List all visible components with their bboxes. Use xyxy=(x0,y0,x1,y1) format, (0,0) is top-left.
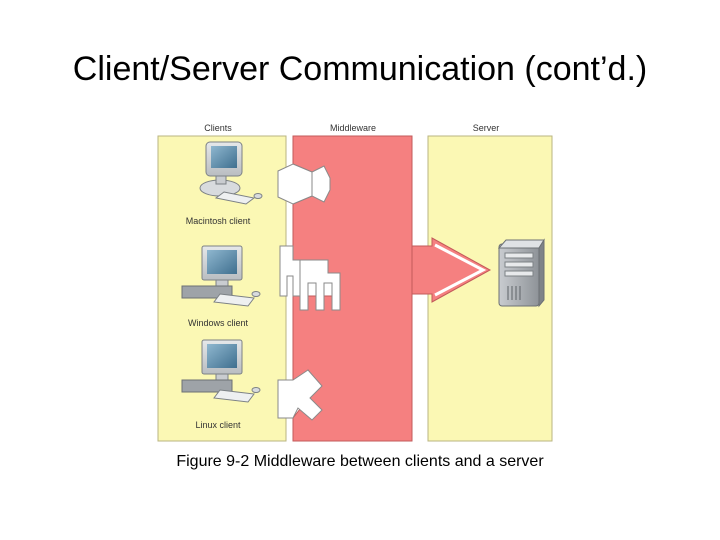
linux-computer-icon xyxy=(181,339,261,403)
macintosh-connector xyxy=(277,163,313,205)
windows-client-label: Windows client xyxy=(188,318,249,328)
arrow-highlight xyxy=(434,243,487,297)
slide-title: Client/Server Communication (cont’d.) xyxy=(72,50,648,88)
linux-connector xyxy=(277,369,323,421)
middleware-to-server-arrow xyxy=(411,237,492,303)
middleware-diagram: Clients Middleware Server Macintosh clie… xyxy=(157,123,553,442)
macintosh-computer-icon xyxy=(199,141,263,205)
macintosh-client-label: Macintosh client xyxy=(186,216,251,226)
server-tower-icon xyxy=(497,238,545,308)
linux-client-label: Linux client xyxy=(195,420,241,430)
clients-column-label: Clients xyxy=(204,123,232,133)
macintosh-socket xyxy=(311,165,331,203)
middleware-column-label: Middleware xyxy=(330,123,376,133)
windows-connector xyxy=(279,245,341,311)
windows-computer-icon xyxy=(181,245,261,307)
figure-caption: Figure 9-2 Middleware between clients an… xyxy=(176,453,544,470)
server-column-label: Server xyxy=(473,123,500,133)
